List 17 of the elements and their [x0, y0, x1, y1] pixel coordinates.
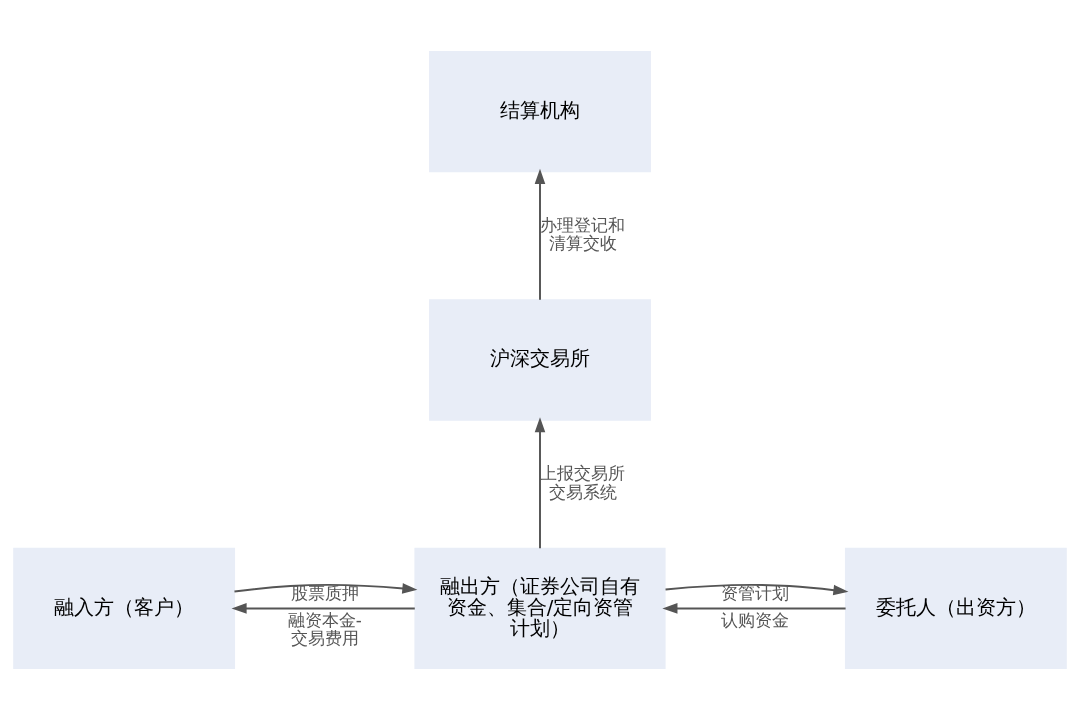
arrow: [662, 603, 847, 614]
node-box: 结算机构: [429, 50, 651, 173]
node-box: 委托人（出资方）: [844, 547, 1067, 670]
arrow: [233, 583, 418, 594]
arrow: [534, 417, 546, 550]
edge-label: 办理登记和清算交收: [540, 215, 626, 254]
node-box: 融入方（客户）: [13, 547, 236, 670]
edge-label: 资管计划: [721, 583, 790, 604]
node-box: 融出方（证券公司自有资金、集合/定向资管计划）: [414, 547, 666, 670]
arrow: [231, 603, 416, 614]
arrow: [664, 583, 849, 596]
arrow: [534, 168, 546, 301]
edge-label: 认购资金: [721, 609, 790, 630]
node-box: 沪深交易所: [429, 299, 651, 421]
edge-label: 上报交易所交易系统: [540, 463, 626, 502]
edge-label: 股票质押: [290, 583, 359, 604]
edge-label: 融资本金-交易费用: [287, 609, 362, 649]
